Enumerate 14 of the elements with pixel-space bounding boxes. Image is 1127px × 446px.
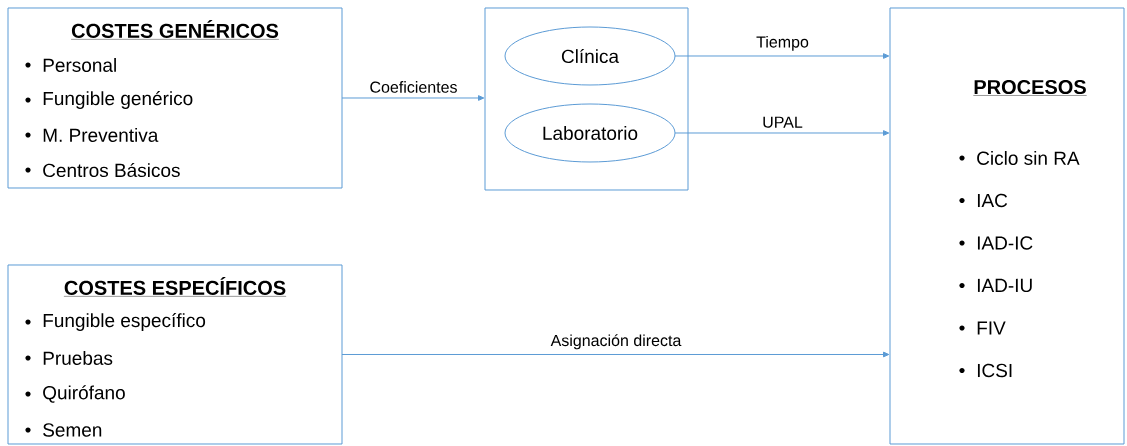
arrow [674, 130, 890, 136]
edge-label: Tiempo [755, 34, 810, 52]
edge-label: Coeficientes [368, 80, 459, 94]
arrow [674, 53, 890, 59]
edge-label: Asignación directa [549, 333, 683, 351]
ellipse-node: Clínica [504, 26, 676, 86]
arrow [341, 95, 485, 101]
edge-label: UPAL [761, 115, 804, 129]
list-box: COSTES ESPECÍFICOS Fungible específico Pruebas Quirófano Semen [7, 264, 343, 445]
arrow [341, 351, 890, 358]
list-box: COSTES GENÉRICOS Personal Fungible genérico M. Preventiva Centros Básicos [7, 7, 343, 189]
list-box: PROCESOS Ciclo sin RA IAC IAD-IC IAD-IU FIV ICSI [889, 7, 1125, 445]
ellipse-node: Laboratorio [504, 103, 676, 163]
group-box [484, 7, 689, 191]
